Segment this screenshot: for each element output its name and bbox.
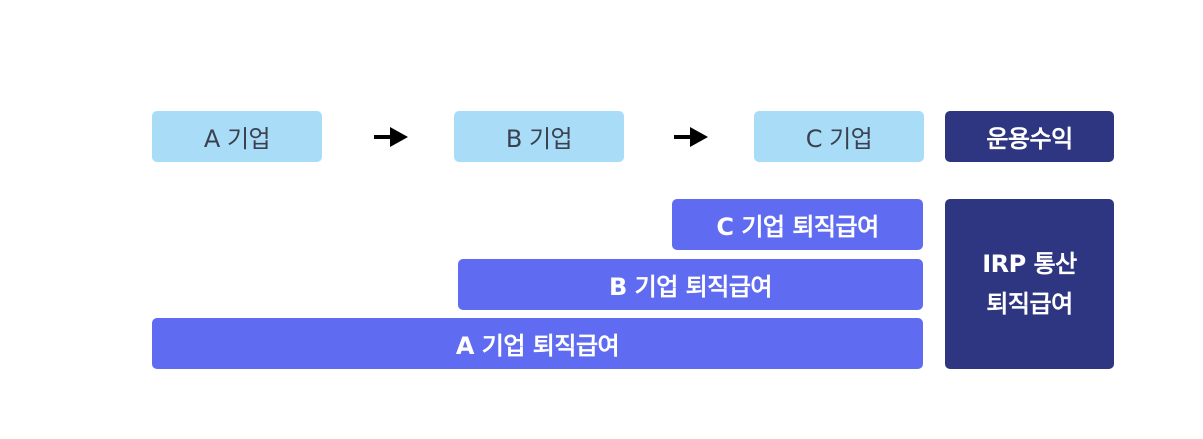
- irp-line2: 퇴직급여: [986, 290, 1073, 318]
- investment-returns-box: 운용수익: [945, 111, 1114, 162]
- retirement-bar-a: A 기업 퇴직급여: [152, 318, 923, 369]
- investment-returns-label: 운용수익: [986, 125, 1073, 153]
- retirement-bar-c-label: C 기업 퇴직급여: [716, 213, 879, 241]
- irp-line1: IRP 통산: [982, 250, 1077, 278]
- irp-total-box: IRP 통산 퇴직급여: [945, 199, 1114, 369]
- retirement-bar-c: C 기업 퇴직급여: [672, 199, 923, 250]
- retirement-bar-b-label: B 기업 퇴직급여: [609, 273, 772, 301]
- arrow-right-icon: [374, 127, 408, 147]
- company-c-box: C 기업: [754, 111, 924, 162]
- arrow-right-icon: [674, 127, 708, 147]
- company-a-box: A 기업: [152, 111, 322, 162]
- company-b-box: B 기업: [454, 111, 624, 162]
- retirement-bar-b: B 기업 퇴직급여: [458, 259, 923, 310]
- company-a-label: A 기업: [203, 125, 271, 153]
- company-c-label: C 기업: [805, 125, 873, 153]
- irp-total-text: IRP 통산 퇴직급여: [982, 244, 1077, 324]
- company-b-label: B 기업: [505, 125, 573, 153]
- retirement-bar-a-label: A 기업 퇴직급여: [455, 332, 620, 360]
